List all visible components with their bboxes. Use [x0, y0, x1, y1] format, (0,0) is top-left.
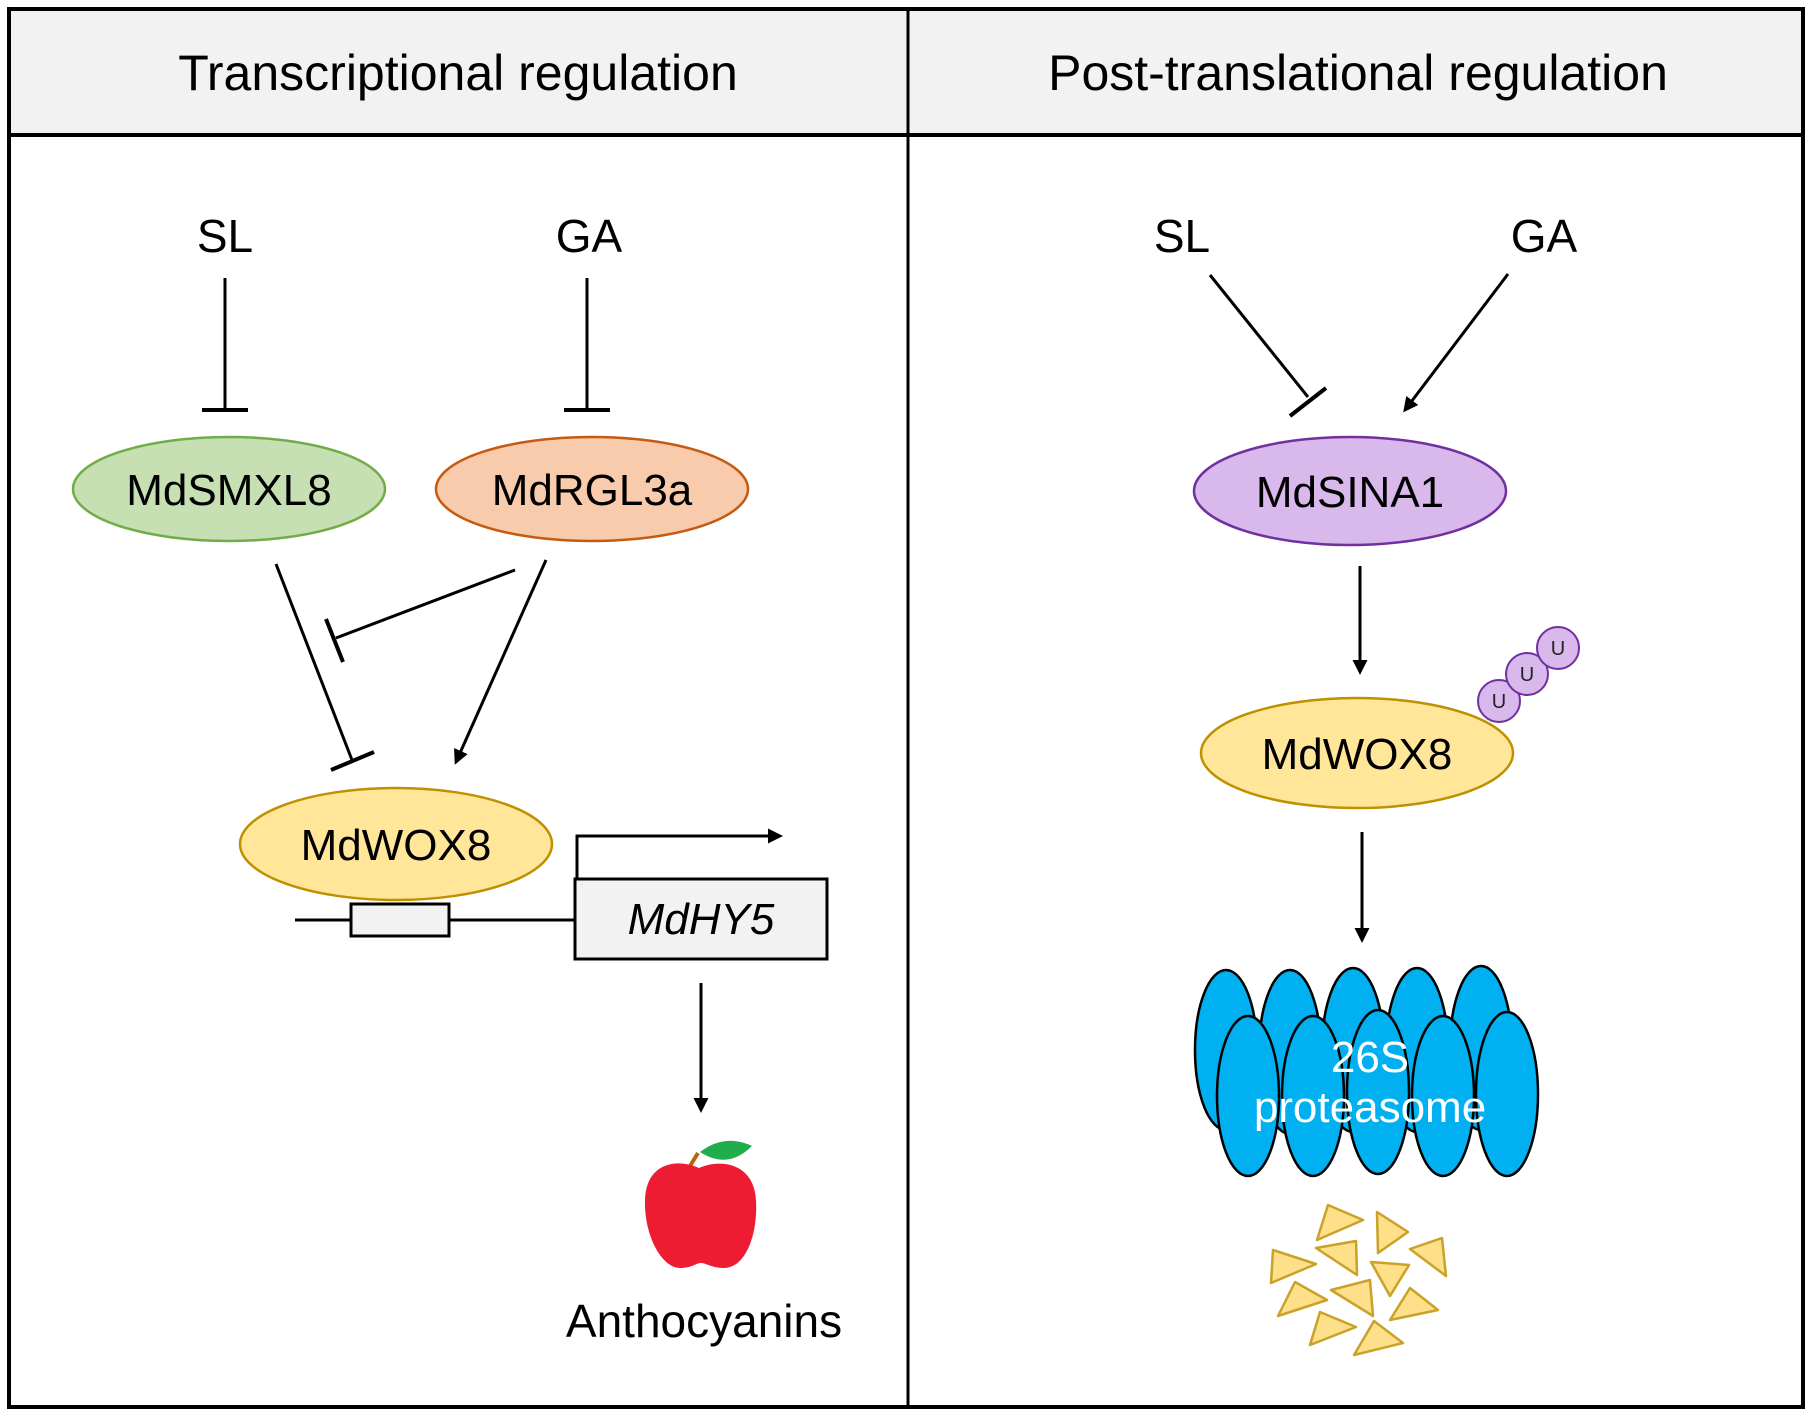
apple-icon	[644, 1140, 757, 1268]
ubiquitin-1	[1477, 679, 1521, 723]
svg-text:U: U	[1551, 638, 1565, 660]
node-mdwox8-right	[1199, 696, 1515, 810]
ubiquitin-2	[1505, 652, 1549, 696]
node-mdsina1-label: MdSINA1	[1256, 468, 1444, 517]
signal-ga-right: GA	[1511, 210, 1578, 262]
svg-text:U: U	[1492, 691, 1506, 713]
header-band-left	[9, 9, 908, 135]
node-mdsina1	[1192, 435, 1508, 547]
outer-border	[7, 7, 1805, 1409]
node-mdsmxl8	[71, 435, 387, 543]
inhibition-sl-sina1	[1208, 274, 1328, 418]
node-mdsmxl8-label: MdSMXL8	[126, 466, 331, 515]
promoter-element	[349, 902, 451, 938]
output-anthocyanins: Anthocyanins	[566, 1295, 842, 1347]
gene-label-mdhy5: MdHY5	[628, 895, 775, 944]
inhibition-smxl8-wox8	[274, 563, 375, 772]
node-mdwox8-left-label: MdWOX8	[301, 821, 492, 870]
panel-title-post-translational: Post-translational regulation	[1048, 45, 1668, 101]
signal-ga-left: GA	[556, 210, 623, 262]
activation-ga-sina1	[1403, 273, 1510, 413]
peptide-fragments	[1269, 1203, 1448, 1357]
signal-sl-left: SL	[197, 210, 253, 262]
proteasome-26s	[1193, 964, 1540, 1178]
inhibition-sl-smxl8	[202, 278, 248, 412]
gene-box-mdhy5	[573, 877, 829, 961]
transcription-start-arrow	[575, 828, 783, 879]
node-mdrgl3a-label: MdRGL3a	[492, 466, 693, 515]
header-band-right	[908, 9, 1803, 135]
proteasome-label-line2: proteasome	[1254, 1083, 1486, 1132]
activation-rgl3a-wox8	[454, 559, 548, 765]
inhibition-rgl3a-smxl8-edge	[324, 568, 516, 663]
node-mdwox8-right-label: MdWOX8	[1262, 730, 1453, 779]
ubiquitin-3	[1536, 626, 1580, 670]
node-mdwox8-left	[238, 786, 554, 902]
panel-title-transcriptional: Transcriptional regulation	[178, 45, 738, 101]
node-mdrgl3a	[434, 435, 750, 543]
inhibition-ga-rgl3a	[564, 278, 610, 412]
proteasome-label-line1: 26S	[1331, 1033, 1409, 1082]
signal-sl-right: SL	[1154, 210, 1210, 262]
ubiquitin-chain: U U U	[1477, 626, 1580, 723]
svg-text:U: U	[1520, 664, 1534, 686]
